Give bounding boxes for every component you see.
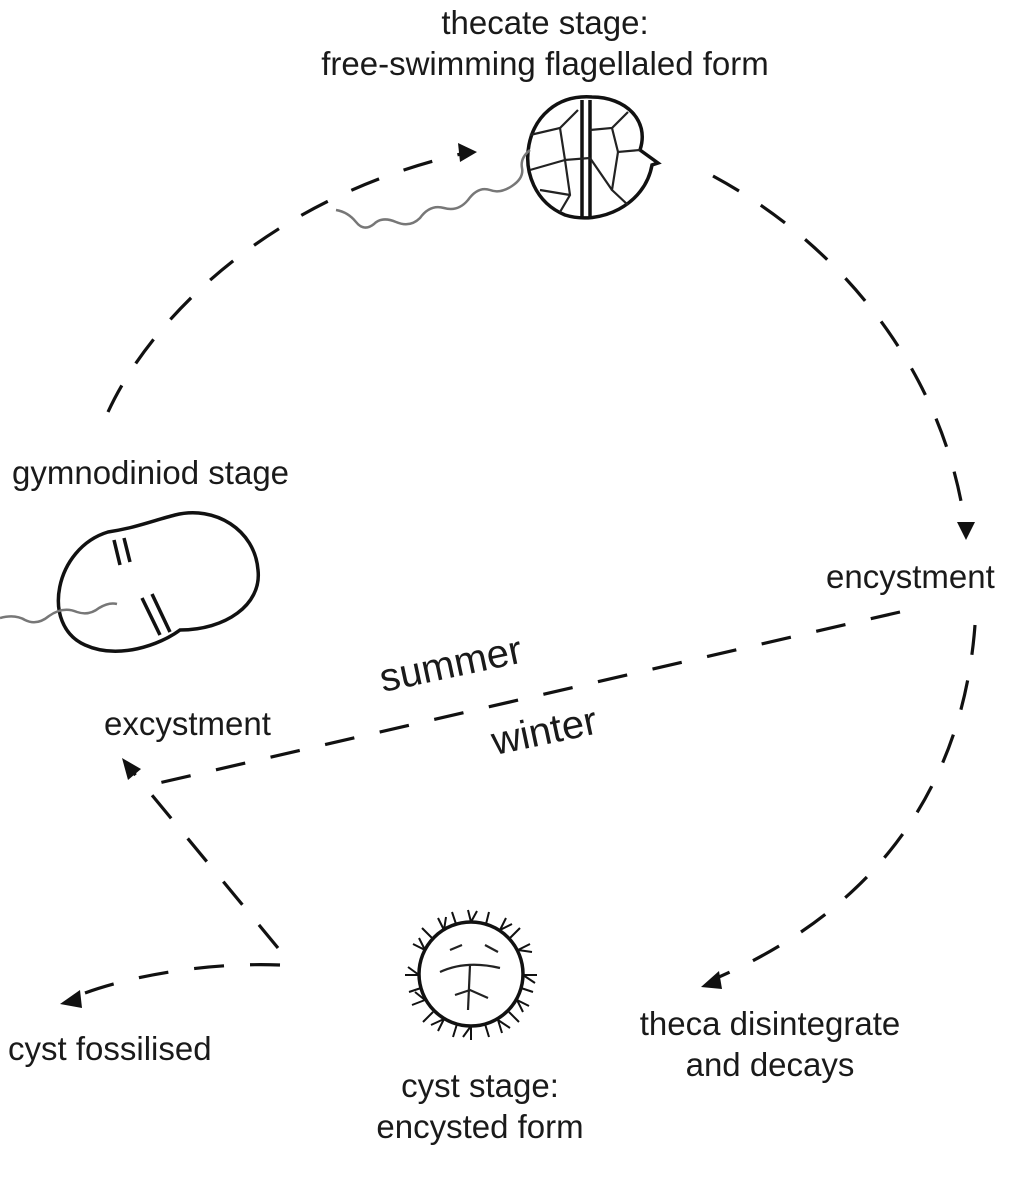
arrow-thecate-to-encystment [712,174,967,526]
arrowhead-to-fossilised [60,990,82,1008]
gymnodinioid-cell-icon [0,511,260,653]
cyst-stage-description: encysted form [376,1108,584,1146]
cyst-fossilised-label: cyst fossilised [8,1030,212,1067]
thecate-dinoflagellate-icon [335,95,662,229]
season-divider-line [149,610,901,787]
excystment-label: excystment [104,705,271,742]
thecate-stage-label: thecate stage: free-swimming flagellaled… [280,2,810,85]
cyst-spines [405,909,537,1040]
gymnodinioid-stage-label: gymnodiniod stage [12,454,290,491]
arrow-cyst-to-excystment [126,764,280,950]
thecate-stage-description: free-swimming flagellaled form [321,45,769,83]
spiny-cyst-icon [405,909,537,1040]
arrowhead-to-excystment [122,758,141,780]
thecate-stage-title: thecate stage: [441,4,649,41]
arrowhead-to-thecate [458,143,477,162]
encystment-label: encystment [826,558,995,595]
cyst-stage-title: cyst stage: [401,1067,559,1104]
arrow-gymnodinioid-to-thecate [106,150,471,413]
theca-decay-line1: theca disintegrate [639,1005,901,1042]
theca-decay-line2: and decays [685,1046,855,1084]
arrow-cyst-to-fossilised [71,963,281,1000]
arrowhead-to-encystment [957,522,975,540]
arrowhead-to-theca-decay [701,971,722,989]
theca-decay-label: theca disintegrate and decays [600,1003,940,1086]
arrow-encystment-to-theca-decay [711,624,977,982]
cyst-stage-label: cyst stage: encysted form [330,1065,630,1148]
